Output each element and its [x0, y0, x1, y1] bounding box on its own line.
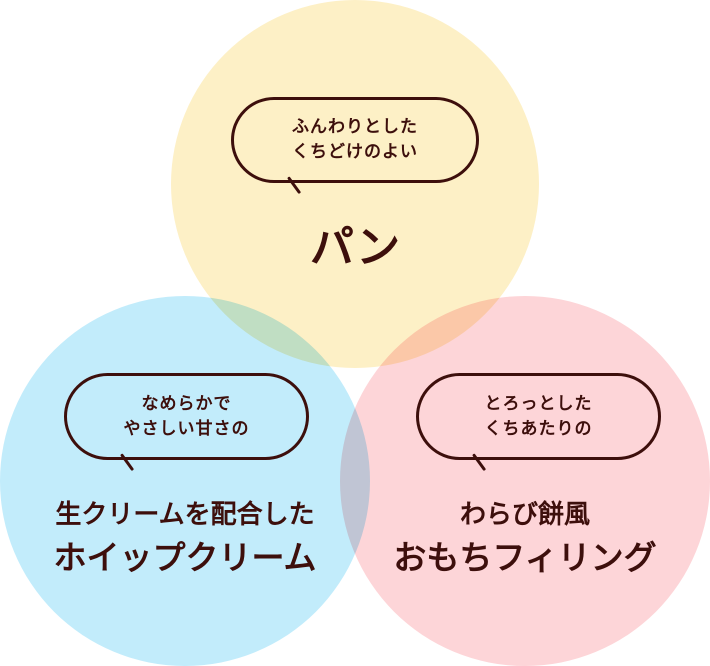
mochi-circle: [340, 296, 710, 666]
cream-title-line-2: ホイップクリーム: [53, 538, 317, 577]
bread-title: パン: [309, 222, 401, 273]
mochi-title-line-1: わらび餅風: [459, 500, 590, 530]
cream-title-line-1: 生クリームを配合した: [55, 500, 315, 530]
mochi-bubble-line-2: くちあたりの: [484, 418, 593, 439]
mochi-speech-bubble: とろっとした くちあたりの: [416, 373, 661, 460]
mochi-bubble-line-1: とろっとした: [484, 393, 593, 414]
bread-bubble-line-2: くちどけのよい: [292, 142, 418, 162]
mochi-title-line-2: おもちフィリング: [393, 538, 657, 577]
cream-bubble-line-2: やさしい甘さの: [123, 418, 250, 439]
cream-circle: [0, 296, 370, 666]
bread-speech-bubble: ふんわりとした くちどけのよい: [231, 97, 479, 183]
bread-bubble-line-1: ふんわりとした: [292, 117, 418, 137]
cream-bubble-line-1: なめらかで: [141, 393, 232, 414]
cream-speech-bubble: なめらかで やさしい甘さの: [64, 373, 309, 460]
